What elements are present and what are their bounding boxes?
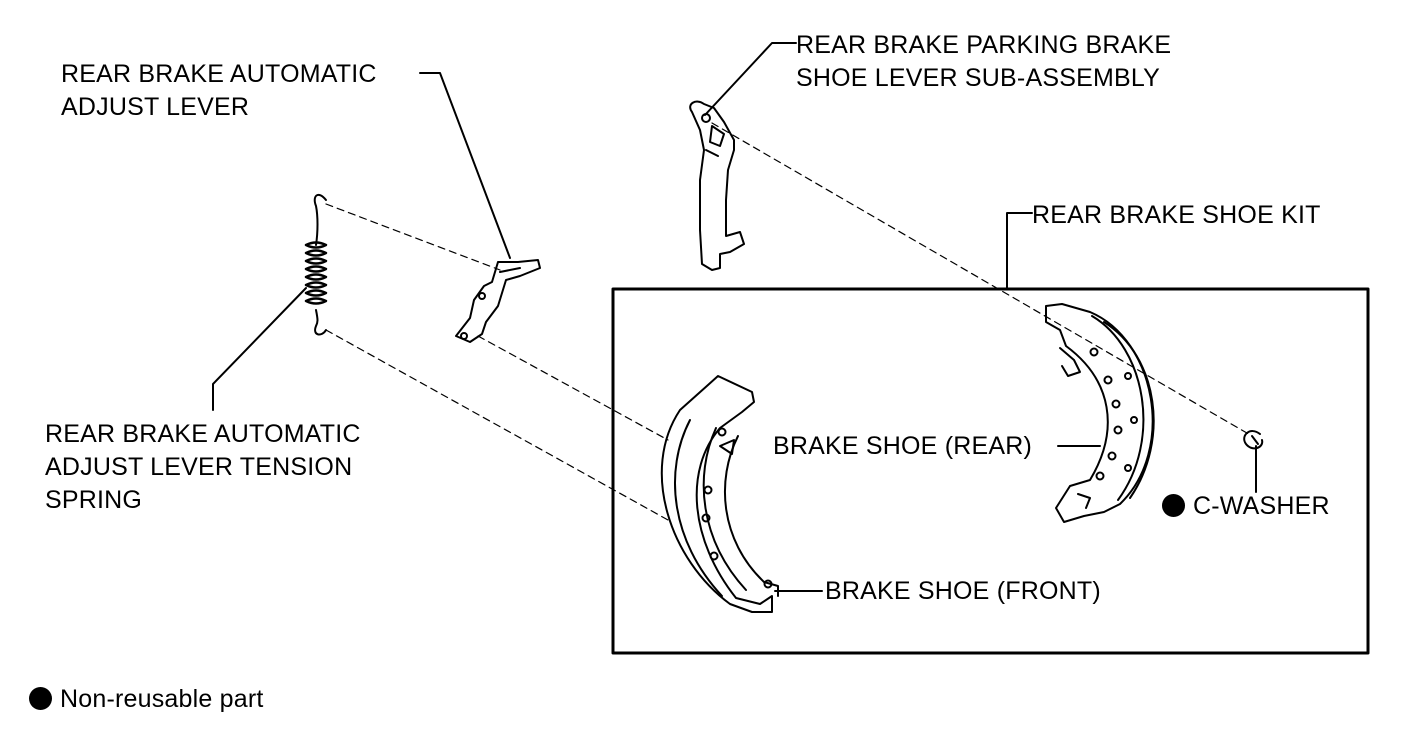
parking-lever-part xyxy=(689,100,745,271)
legend-marker-icon xyxy=(29,687,52,710)
label-parking-lever: REAR BRAKE PARKING BRAKE SHOE LEVER SUB-… xyxy=(796,29,1171,95)
label-tension-spring-line3: SPRING xyxy=(45,486,143,514)
brake-shoe-rear-part xyxy=(1045,303,1155,523)
label-tension-spring-line1: REAR BRAKE AUTOMATIC xyxy=(45,420,361,448)
shoe-kit-box xyxy=(611,287,1370,655)
label-adjust-lever-line2: ADJUST LEVER xyxy=(61,93,250,121)
label-adjust-lever: REAR BRAKE AUTOMATIC ADJUST LEVER xyxy=(61,58,377,124)
legend: Non-reusable part xyxy=(29,683,264,716)
alignment-lines xyxy=(325,122,1253,521)
brake-shoe-front-part xyxy=(660,375,779,613)
legend-text: Non-reusable part xyxy=(60,685,264,713)
label-tension-spring: REAR BRAKE AUTOMATIC ADJUST LEVER TENSIO… xyxy=(45,418,361,517)
adjust-lever-part xyxy=(455,259,541,343)
label-parking-lever-line1: REAR BRAKE PARKING BRAKE xyxy=(796,31,1172,59)
leader-lines xyxy=(212,42,1257,592)
label-brake-shoe-rear: BRAKE SHOE (REAR) xyxy=(773,432,1033,460)
label-brake-shoe-front: BRAKE SHOE (FRONT) xyxy=(825,577,1101,605)
label-tension-spring-line2: ADJUST LEVER TENSION xyxy=(45,453,353,481)
non-reusable-marker-icon xyxy=(1162,494,1185,517)
tension-spring-part xyxy=(304,193,328,336)
label-c-washer: C-WASHER xyxy=(1162,490,1330,523)
label-shoe-kit: REAR BRAKE SHOE KIT xyxy=(1032,201,1321,229)
label-c-washer-text: C-WASHER xyxy=(1193,492,1330,520)
c-washer-part xyxy=(1243,430,1264,450)
label-adjust-lever-line1: REAR BRAKE AUTOMATIC xyxy=(61,60,377,88)
label-parking-lever-line2: SHOE LEVER SUB-ASSEMBLY xyxy=(796,64,1160,92)
